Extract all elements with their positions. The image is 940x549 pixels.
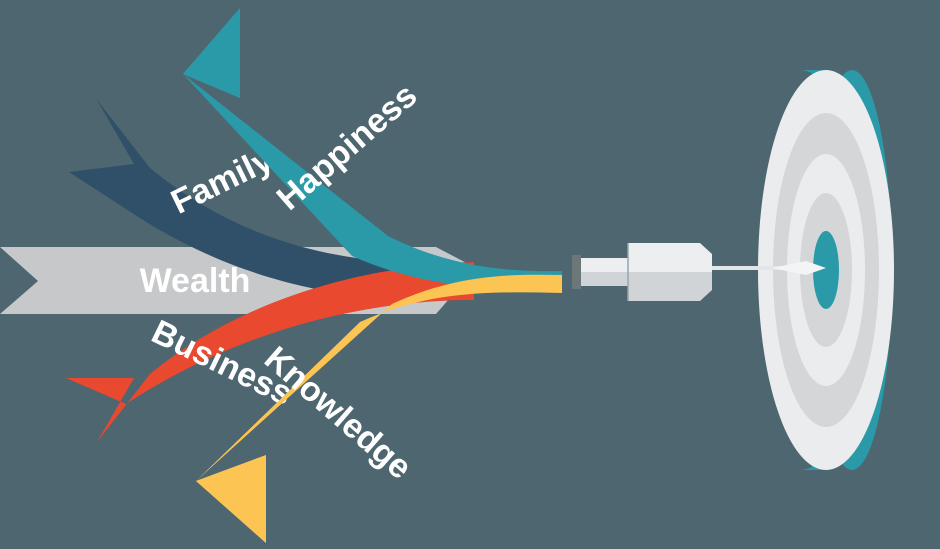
dart-barrel-top (628, 243, 712, 272)
ribbon-happiness-notch (183, 8, 240, 98)
dart-rear-shaft-bottom (581, 272, 628, 286)
dart-point (772, 261, 826, 275)
ribbon-business-shape (66, 262, 474, 442)
dart-tail-collar (572, 255, 581, 289)
dart[interactable] (572, 243, 826, 301)
dart-rear-shaft-top (581, 258, 628, 272)
ribbon-knowledge-notch (196, 455, 266, 543)
dart-needle-shaft (712, 266, 816, 270)
dart-barrel-bottom (628, 272, 712, 301)
ribbon-wealth-label: Wealth (140, 262, 251, 300)
ribbon-happiness-body (183, 8, 240, 98)
bullseye (813, 231, 839, 309)
target-board[interactable] (758, 70, 894, 470)
